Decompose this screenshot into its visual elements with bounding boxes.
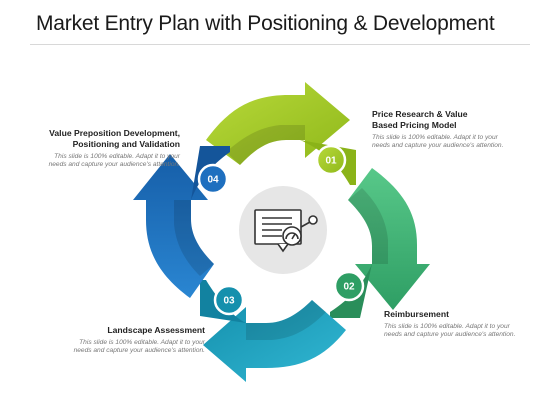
- step-1-badge: 01: [315, 144, 347, 176]
- arrow-step-2: [330, 168, 430, 318]
- step-1-text: Price Research & Value Based Pricing Mod…: [372, 109, 532, 151]
- step-1-heading-line-2: Based Pricing Model: [372, 120, 457, 130]
- title-divider: [30, 44, 530, 45]
- step-3-heading-line-1: Landscape Assessment: [107, 325, 205, 335]
- step-3-desc-line-2: needs and capture your audience's attent…: [73, 347, 205, 355]
- step-3-text: Landscape Assessment This slide is 100% …: [55, 325, 205, 356]
- center-hub: [239, 186, 327, 274]
- step-1-desc-line-1: This slide is 100% editable. Adapt it to…: [372, 134, 498, 141]
- step-3-description: This slide is 100% editable. Adapt it to…: [55, 339, 205, 356]
- step-3-heading: Landscape Assessment: [55, 325, 205, 336]
- step-4-heading-line-1: Value Preposition Development,: [49, 128, 180, 138]
- step-2-desc-line-1: This slide is 100% editable. Adapt it to…: [384, 323, 510, 330]
- step-4-desc-line-2: needs and capture your audience's attent…: [48, 161, 180, 169]
- presentation-board-with-gauge-icon: [254, 209, 318, 253]
- step-3-desc-line-1: This slide is 100% editable. Adapt it to…: [79, 339, 205, 346]
- step-1-heading-line-1: Price Research & Value: [372, 109, 468, 119]
- step-2-number: 02: [343, 282, 355, 293]
- step-2-badge: 02: [333, 270, 365, 302]
- step-1-desc-line-2: needs and capture your audience's attent…: [372, 142, 504, 150]
- arrow-step-3: [200, 280, 346, 382]
- step-2-heading-line-1: Reimbursement: [384, 309, 449, 319]
- page-title: Market Entry Plan with Positioning & Dev…: [36, 12, 495, 35]
- step-2-heading: Reimbursement: [384, 309, 529, 320]
- step-1-heading: Price Research & Value Based Pricing Mod…: [372, 109, 532, 131]
- step-3-badge: 03: [213, 284, 245, 316]
- step-2-text: Reimbursement This slide is 100% editabl…: [384, 309, 529, 340]
- step-4-text: Value Preposition Development, Positioni…: [28, 128, 180, 170]
- step-4-number: 04: [207, 175, 219, 186]
- arrow-step-4: [133, 146, 230, 298]
- step-4-badge: 04: [197, 163, 229, 195]
- step-4-desc-line-1: This slide is 100% editable. Adapt it to…: [54, 153, 180, 160]
- step-4-description: This slide is 100% editable. Adapt it to…: [28, 153, 180, 170]
- step-2-desc-line-2: needs and capture your audience's attent…: [384, 331, 516, 339]
- step-3-number: 03: [223, 296, 235, 307]
- step-1-description: This slide is 100% editable. Adapt it to…: [372, 134, 532, 151]
- step-2-description: This slide is 100% editable. Adapt it to…: [384, 323, 529, 340]
- step-1-number: 01: [325, 156, 337, 167]
- step-4-heading: Value Preposition Development, Positioni…: [28, 128, 180, 150]
- step-4-heading-line-2: Positioning and Validation: [72, 139, 180, 149]
